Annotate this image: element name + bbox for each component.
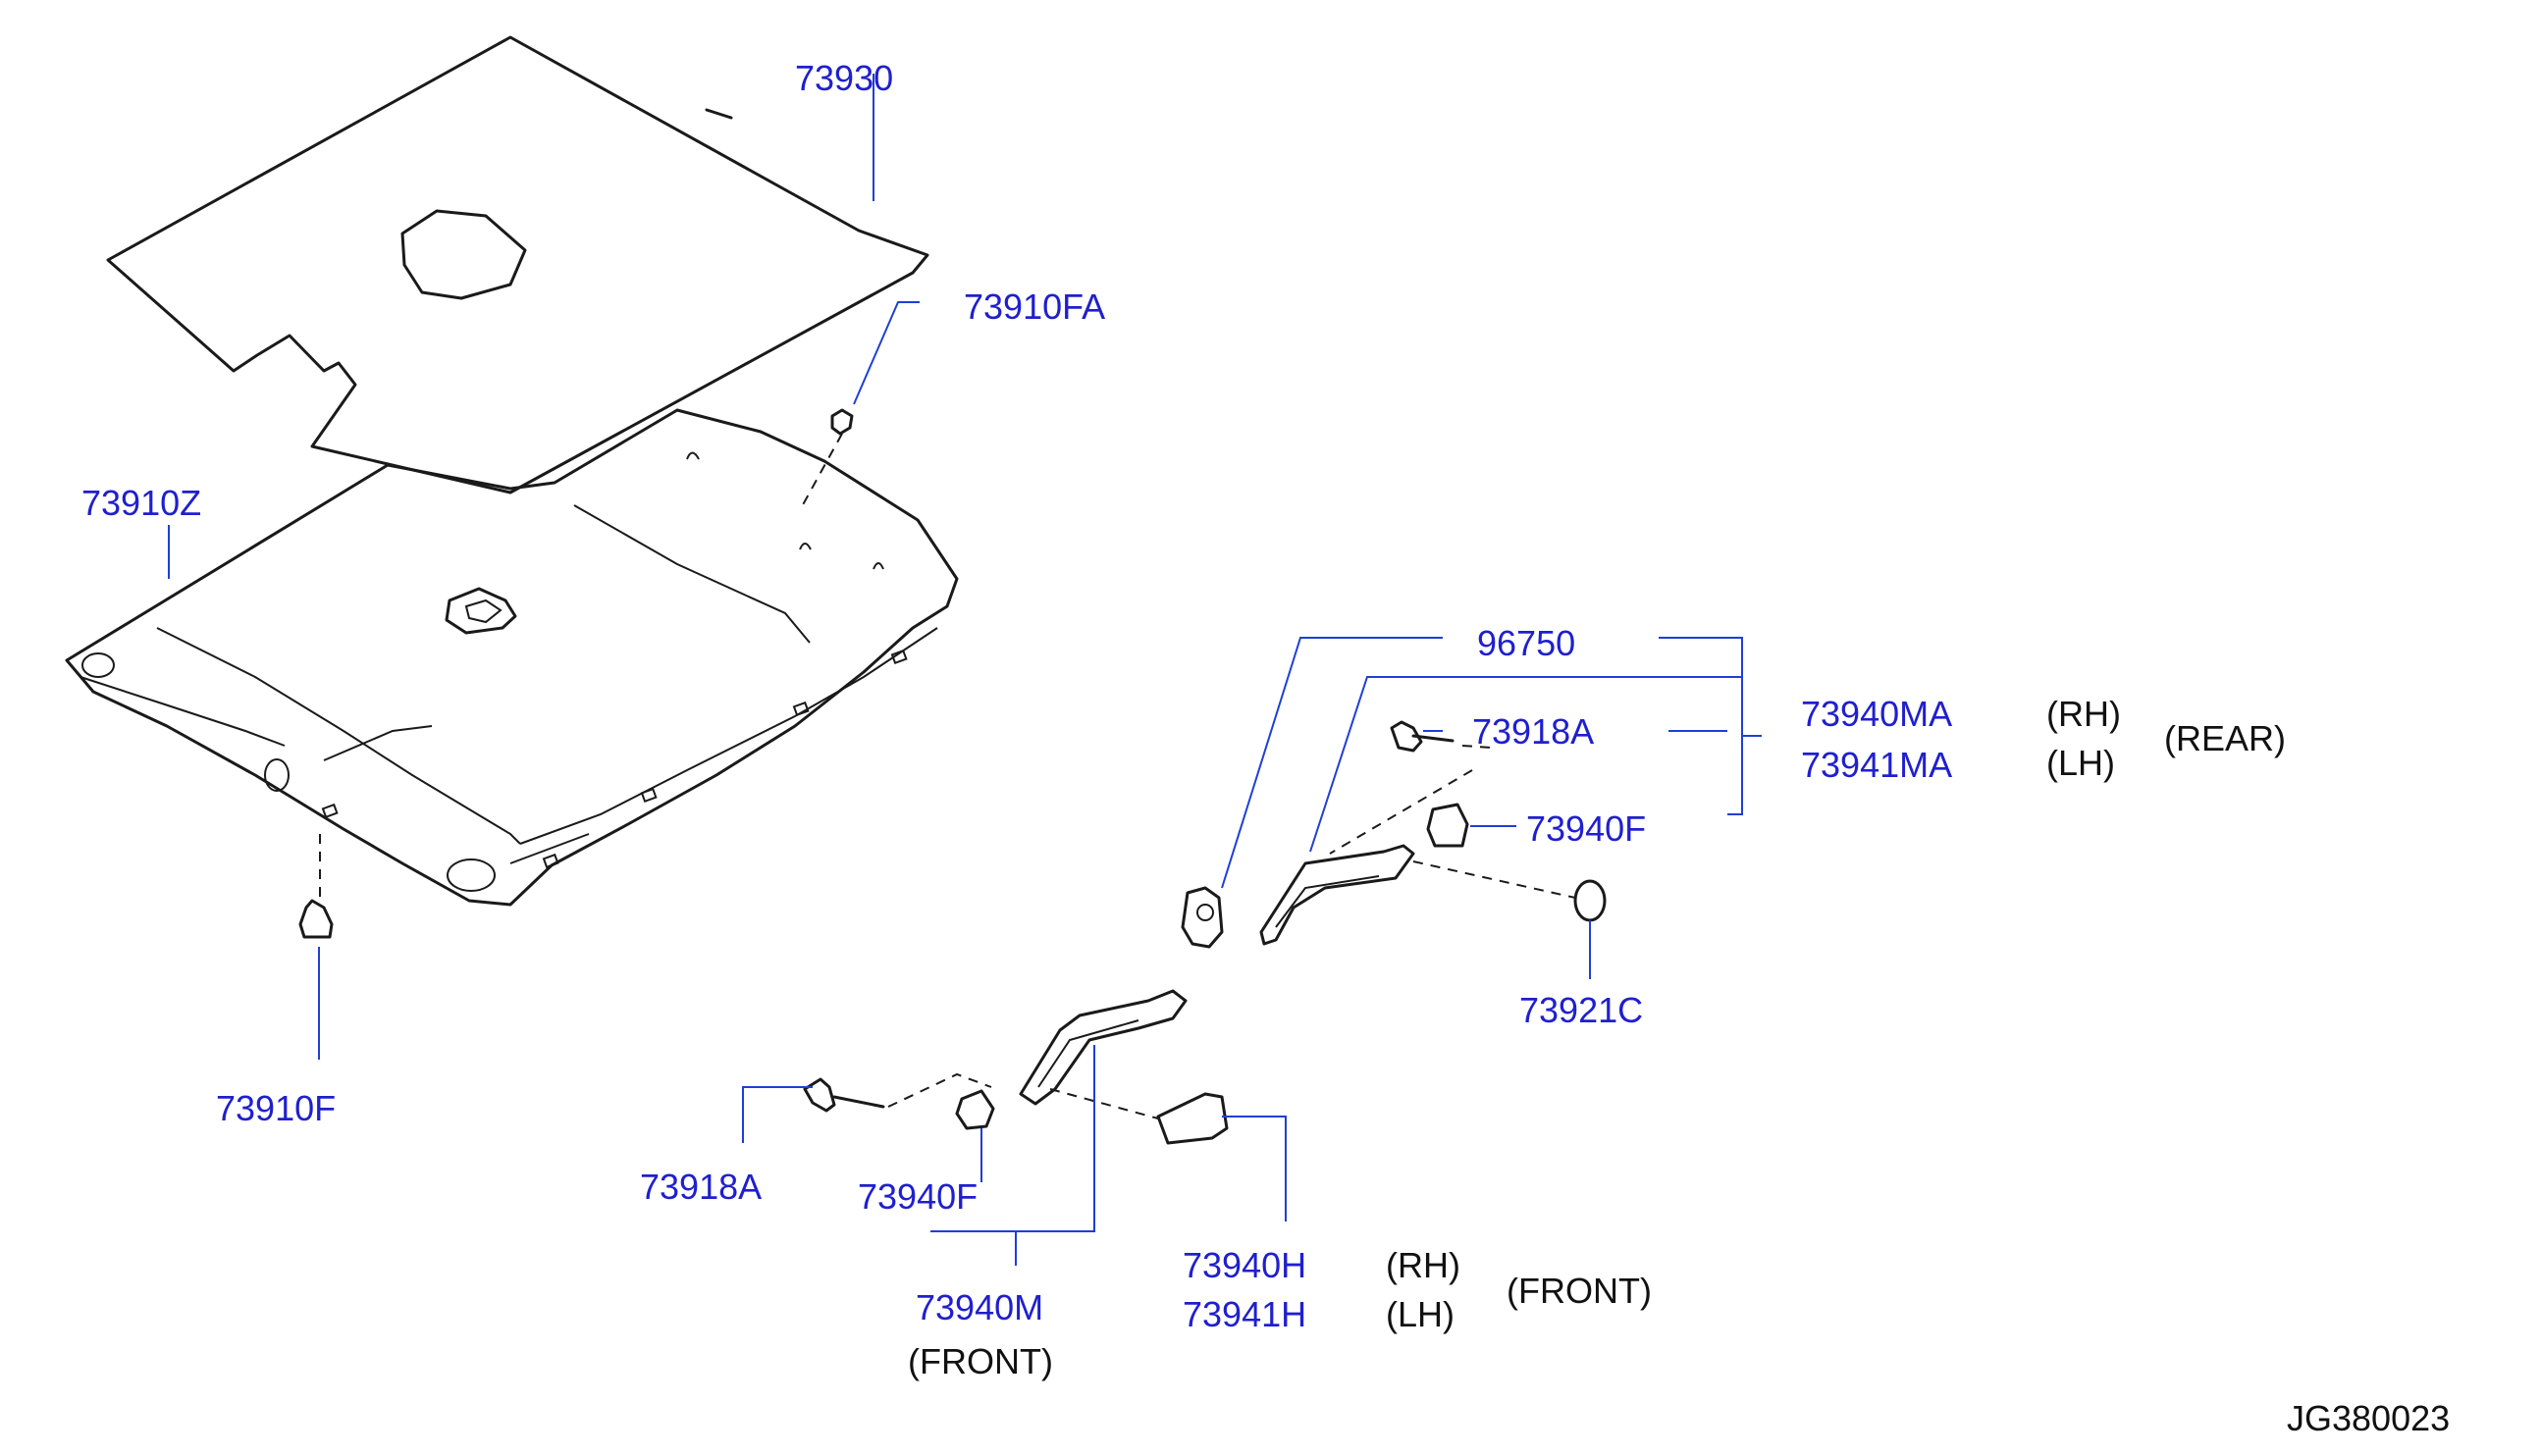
label-73910FA: 73910FA <box>964 286 1105 327</box>
label-73940H: 73940H <box>1183 1245 1306 1285</box>
headlining-assembly-73910Z <box>65 408 959 907</box>
leader-lines <box>168 74 1762 1266</box>
note-lh-rear: (LH) <box>2046 743 2115 783</box>
label-73930: 73930 <box>795 58 893 98</box>
label-73940M: 73940M <box>916 1287 1043 1327</box>
note-rh-rear: (RH) <box>2046 694 2121 734</box>
front-assist-grip-group <box>803 989 1229 1145</box>
label-73940F-rear: 73940F <box>1526 808 1646 849</box>
label-73921C: 73921C <box>1519 990 1643 1030</box>
headlining-pad-73930 <box>106 35 929 494</box>
label-73940MA: 73940MA <box>1801 694 1952 734</box>
label-73918A-rear: 73918A <box>1472 711 1594 752</box>
note-lh-front: (LH) <box>1386 1294 1455 1334</box>
note-rh-front: (RH) <box>1386 1245 1460 1285</box>
note-front-73940H: (FRONT) <box>1507 1271 1652 1311</box>
label-73910F: 73910F <box>216 1088 336 1128</box>
diagram-code: JG380023 <box>2287 1398 2450 1438</box>
label-73940F-front: 73940F <box>858 1176 978 1217</box>
label-96750: 96750 <box>1477 623 1575 663</box>
label-73941H: 73941H <box>1183 1294 1306 1334</box>
note-rear: (REAR) <box>2164 718 2286 758</box>
label-73941MA: 73941MA <box>1801 745 1952 785</box>
clip-73910F <box>298 834 334 939</box>
clip-73910FA <box>799 408 854 511</box>
label-73910Z: 73910Z <box>81 483 201 523</box>
label-73918A-front: 73918A <box>640 1167 762 1207</box>
note-front-73940M: (FRONT) <box>908 1341 1053 1381</box>
rear-assist-grip-group <box>1181 720 1607 949</box>
